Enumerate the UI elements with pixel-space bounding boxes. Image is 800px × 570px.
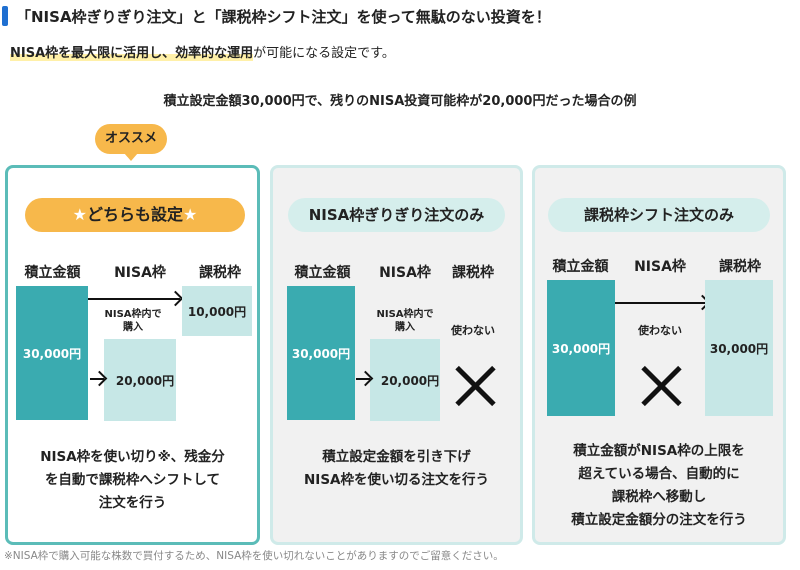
panel2-desc: 積立設定金額を引き下げ NISA枠を使い切る注文を行う: [273, 446, 520, 492]
footnote: ※NISA枠で購入可能な株数で買付するため、NISA枠を使い切れないことがありま…: [4, 550, 504, 562]
nisa-note-line1: NISA枠内で: [104, 309, 162, 320]
taxable-block: 30,000円: [705, 280, 773, 416]
right-arrow-icon: [615, 302, 707, 304]
example-caption: 積立設定金額30,000円で、残りのNISA投資可能枠が20,000円だった場合…: [163, 94, 637, 109]
right-arrow-icon: [356, 378, 370, 380]
panel2-title: NISA枠ぎりぎり注文のみ: [288, 198, 505, 232]
panel1-desc-line2: を自動で課税枠へシフトして: [44, 472, 221, 488]
col-taxable-label: 課税枠: [452, 265, 494, 281]
panel3-title: 課税枠シフト注文のみ: [548, 198, 770, 232]
heading-text: 「NISA枠ぎりぎり注文」と「課税枠シフト注文」を使って無駄のない投資を！: [16, 8, 551, 26]
panel3-desc-line2: 超えている場合、自動的に: [578, 466, 740, 482]
panel2-desc-line2: NISA枠を使い切る注文を行う: [304, 472, 489, 488]
col-nisa-label: NISA枠: [379, 265, 431, 281]
recommend-badge: オススメ: [95, 124, 167, 161]
panel1-desc-line3: 注文を行う: [98, 495, 167, 511]
amount-block: 30,000円: [547, 280, 615, 416]
lead-rest: が可能になる設定です。: [253, 46, 395, 61]
panel3-desc-line4: 積立設定金額分の注文を行う: [571, 512, 747, 528]
nisa-note-line2: 購入: [395, 322, 415, 333]
panel2-desc-line1: 積立設定金額を引き下げ: [322, 449, 471, 465]
col-taxable-label: 課税枠: [719, 259, 761, 275]
panel1-desc-line1: NISA枠を使い切り※、残金分: [40, 449, 225, 465]
col-amount-label: 積立金額: [294, 265, 351, 281]
panel-nisa-limit-only: NISA枠ぎりぎり注文のみ 積立金額 NISA枠 課税枠 30,000円 NIS…: [270, 165, 523, 545]
cross-icon: [453, 364, 497, 408]
star-icon: ★: [183, 205, 198, 224]
nisa-block: 20,000円: [370, 339, 440, 421]
col-amount-label: 積立金額: [24, 265, 81, 281]
cross-icon: [639, 364, 683, 408]
panel1-desc: NISA枠を使い切り※、残金分 を自動で課税枠へシフトして 注文を行う: [8, 446, 257, 515]
nisa-unused-label: 使わない: [638, 324, 682, 337]
panel1-title: ★どちらも設定★: [25, 198, 245, 232]
panel3-desc-line1: 積立金額がNISA枠の上限を: [573, 443, 745, 459]
nisa-note-line1: NISA枠内で: [376, 309, 434, 320]
col-amount-label: 積立金額: [552, 259, 609, 275]
panel3-desc: 積立金額がNISA枠の上限を 超えている場合、自動的に 課税枠へ移動し 積立設定…: [535, 440, 783, 532]
nisa-note-line2: 購入: [123, 322, 143, 333]
right-arrow-icon: [90, 378, 104, 380]
panel-taxable-shift-only: 課税枠シフト注文のみ 積立金額 NISA枠 課税枠 30,000円 使わない 3…: [532, 165, 786, 545]
heading-accent-bar: [2, 6, 8, 26]
taxable-unused-label: 使わない: [451, 324, 495, 337]
page-heading: 「NISA枠ぎりぎり注文」と「課税枠シフト注文」を使って無駄のない投資を！: [0, 4, 800, 30]
panel3-desc-line3: 課税枠へ移動し: [611, 489, 707, 505]
right-arrow-icon: [88, 298, 180, 300]
nisa-block: 20,000円: [104, 339, 176, 421]
col-nisa-label: NISA枠: [634, 259, 686, 275]
amount-block: 30,000円: [16, 286, 88, 420]
col-nisa-label: NISA枠: [114, 265, 166, 281]
lead-text: NISA枠を最大限に活用し、効率的な運用が可能になる設定です。: [10, 42, 395, 61]
col-taxable-label: 課税枠: [199, 265, 241, 281]
panel1-title-text: どちらも設定: [86, 205, 183, 224]
panel-both-settings: ★どちらも設定★ 積立金額 NISA枠 課税枠 30,000円 10,000円 …: [5, 165, 260, 545]
star-icon: ★: [72, 205, 87, 224]
amount-block: 30,000円: [287, 286, 355, 420]
taxable-block: 10,000円: [182, 286, 252, 336]
lead-highlight: NISA枠を最大限に活用し、効率的な運用: [10, 46, 254, 61]
